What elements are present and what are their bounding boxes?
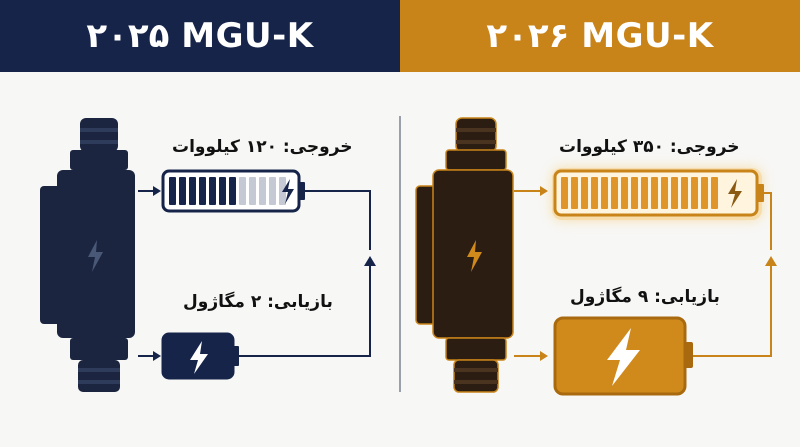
title-2025: ۲۰۲۵ MGU-K	[86, 16, 314, 56]
battery-cell-2026	[581, 177, 588, 209]
recovery-battery-2025	[161, 332, 239, 380]
battery-cell-2025	[259, 177, 266, 205]
battery-lightning-icon	[190, 341, 208, 374]
battery-cell-2026	[631, 177, 638, 209]
battery-cell-2026	[661, 177, 668, 209]
battery-cell-2025	[209, 177, 216, 205]
motor-2025	[40, 118, 135, 392]
battery-cell-2026	[711, 177, 718, 209]
battery-cell-2026	[571, 177, 578, 209]
recovery-label-2026: بازیابی: ۹ مگاژول	[570, 287, 720, 307]
recovery-label-2025: بازیابی: ۲ مگاژول	[183, 292, 333, 312]
battery-cell-2026	[561, 177, 568, 209]
battery-cell-2026	[701, 177, 708, 209]
motor-lightning-icon	[88, 240, 103, 272]
arrow-icon	[514, 190, 772, 357]
battery-cell-2025	[279, 177, 286, 205]
arrow-icon	[138, 190, 371, 357]
battery-cell-2025	[249, 177, 256, 205]
battery-cell-2025	[179, 177, 186, 205]
battery-cell-2026	[611, 177, 618, 209]
battery-cell-2025	[229, 177, 236, 205]
header-2025: ۲۰۲۵ MGU-K	[0, 0, 400, 72]
battery-cell-2026	[671, 177, 678, 209]
battery-cell-2025	[189, 177, 196, 205]
center-divider	[399, 116, 401, 392]
battery-cell-2025	[269, 177, 276, 205]
battery-cell-2026	[691, 177, 698, 209]
battery-cell-2026	[621, 177, 628, 209]
battery-cell-2026	[681, 177, 688, 209]
motor-lightning-icon	[467, 240, 482, 272]
output-battery-2026	[552, 168, 764, 220]
motor-2026	[415, 117, 514, 393]
battery-cell-2025	[219, 177, 226, 205]
title-2026: ۲۰۲۶ MGU-K	[486, 16, 714, 56]
battery-lightning-icon	[728, 179, 742, 208]
battery-cell-2026	[601, 177, 608, 209]
output-label-2026: خروجی: ۳۵۰ کیلووات	[559, 137, 740, 157]
battery-cell-2026	[591, 177, 598, 209]
header-2026: ۲۰۲۶ MGU-K	[400, 0, 800, 72]
output-label-2025: خروجی: ۱۲۰ کیلووات	[172, 137, 353, 157]
battery-cell-2025	[239, 177, 246, 205]
recovery-battery-2026	[553, 316, 693, 396]
battery-cell-2026	[651, 177, 658, 209]
battery-lightning-icon	[282, 179, 294, 204]
output-battery-2025	[161, 169, 305, 213]
battery-cell-2025	[169, 177, 176, 205]
battery-cell-2026	[641, 177, 648, 209]
battery-cell-2025	[199, 177, 206, 205]
battery-lightning-icon	[607, 328, 640, 386]
